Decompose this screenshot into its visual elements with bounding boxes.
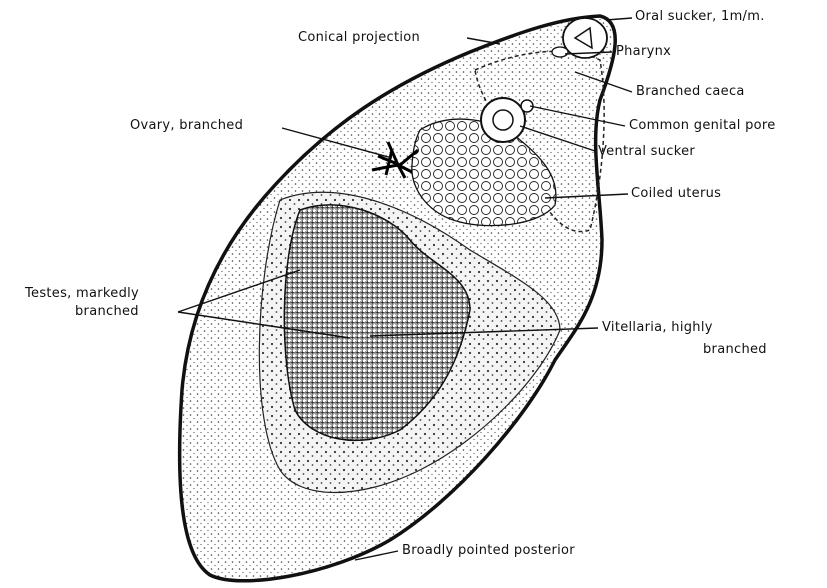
label-branched-caeca: Branched caeca <box>636 84 745 99</box>
label-pharynx: Pharynx <box>616 44 671 59</box>
pharynx <box>552 47 568 57</box>
label-coiled-uterus: Coiled uterus <box>631 186 721 201</box>
label-posterior: Broadly pointed posterior <box>402 543 575 558</box>
label-ventral-sucker: Ventral sucker <box>598 144 695 159</box>
label-oral-sucker: Oral sucker, 1m/m. <box>635 9 765 24</box>
label-vitellaria-line2: branched <box>703 342 767 357</box>
label-testes-line2: branched <box>75 304 139 319</box>
label-conical-projection: Conical projection <box>298 30 420 45</box>
label-ovary: Ovary, branched <box>130 118 243 133</box>
label-testes-line1: Testes, markedly <box>25 286 139 301</box>
label-common-genital-pore: Common genital pore <box>629 118 776 133</box>
label-vitellaria-line1: Vitellaria, highly <box>602 320 713 335</box>
